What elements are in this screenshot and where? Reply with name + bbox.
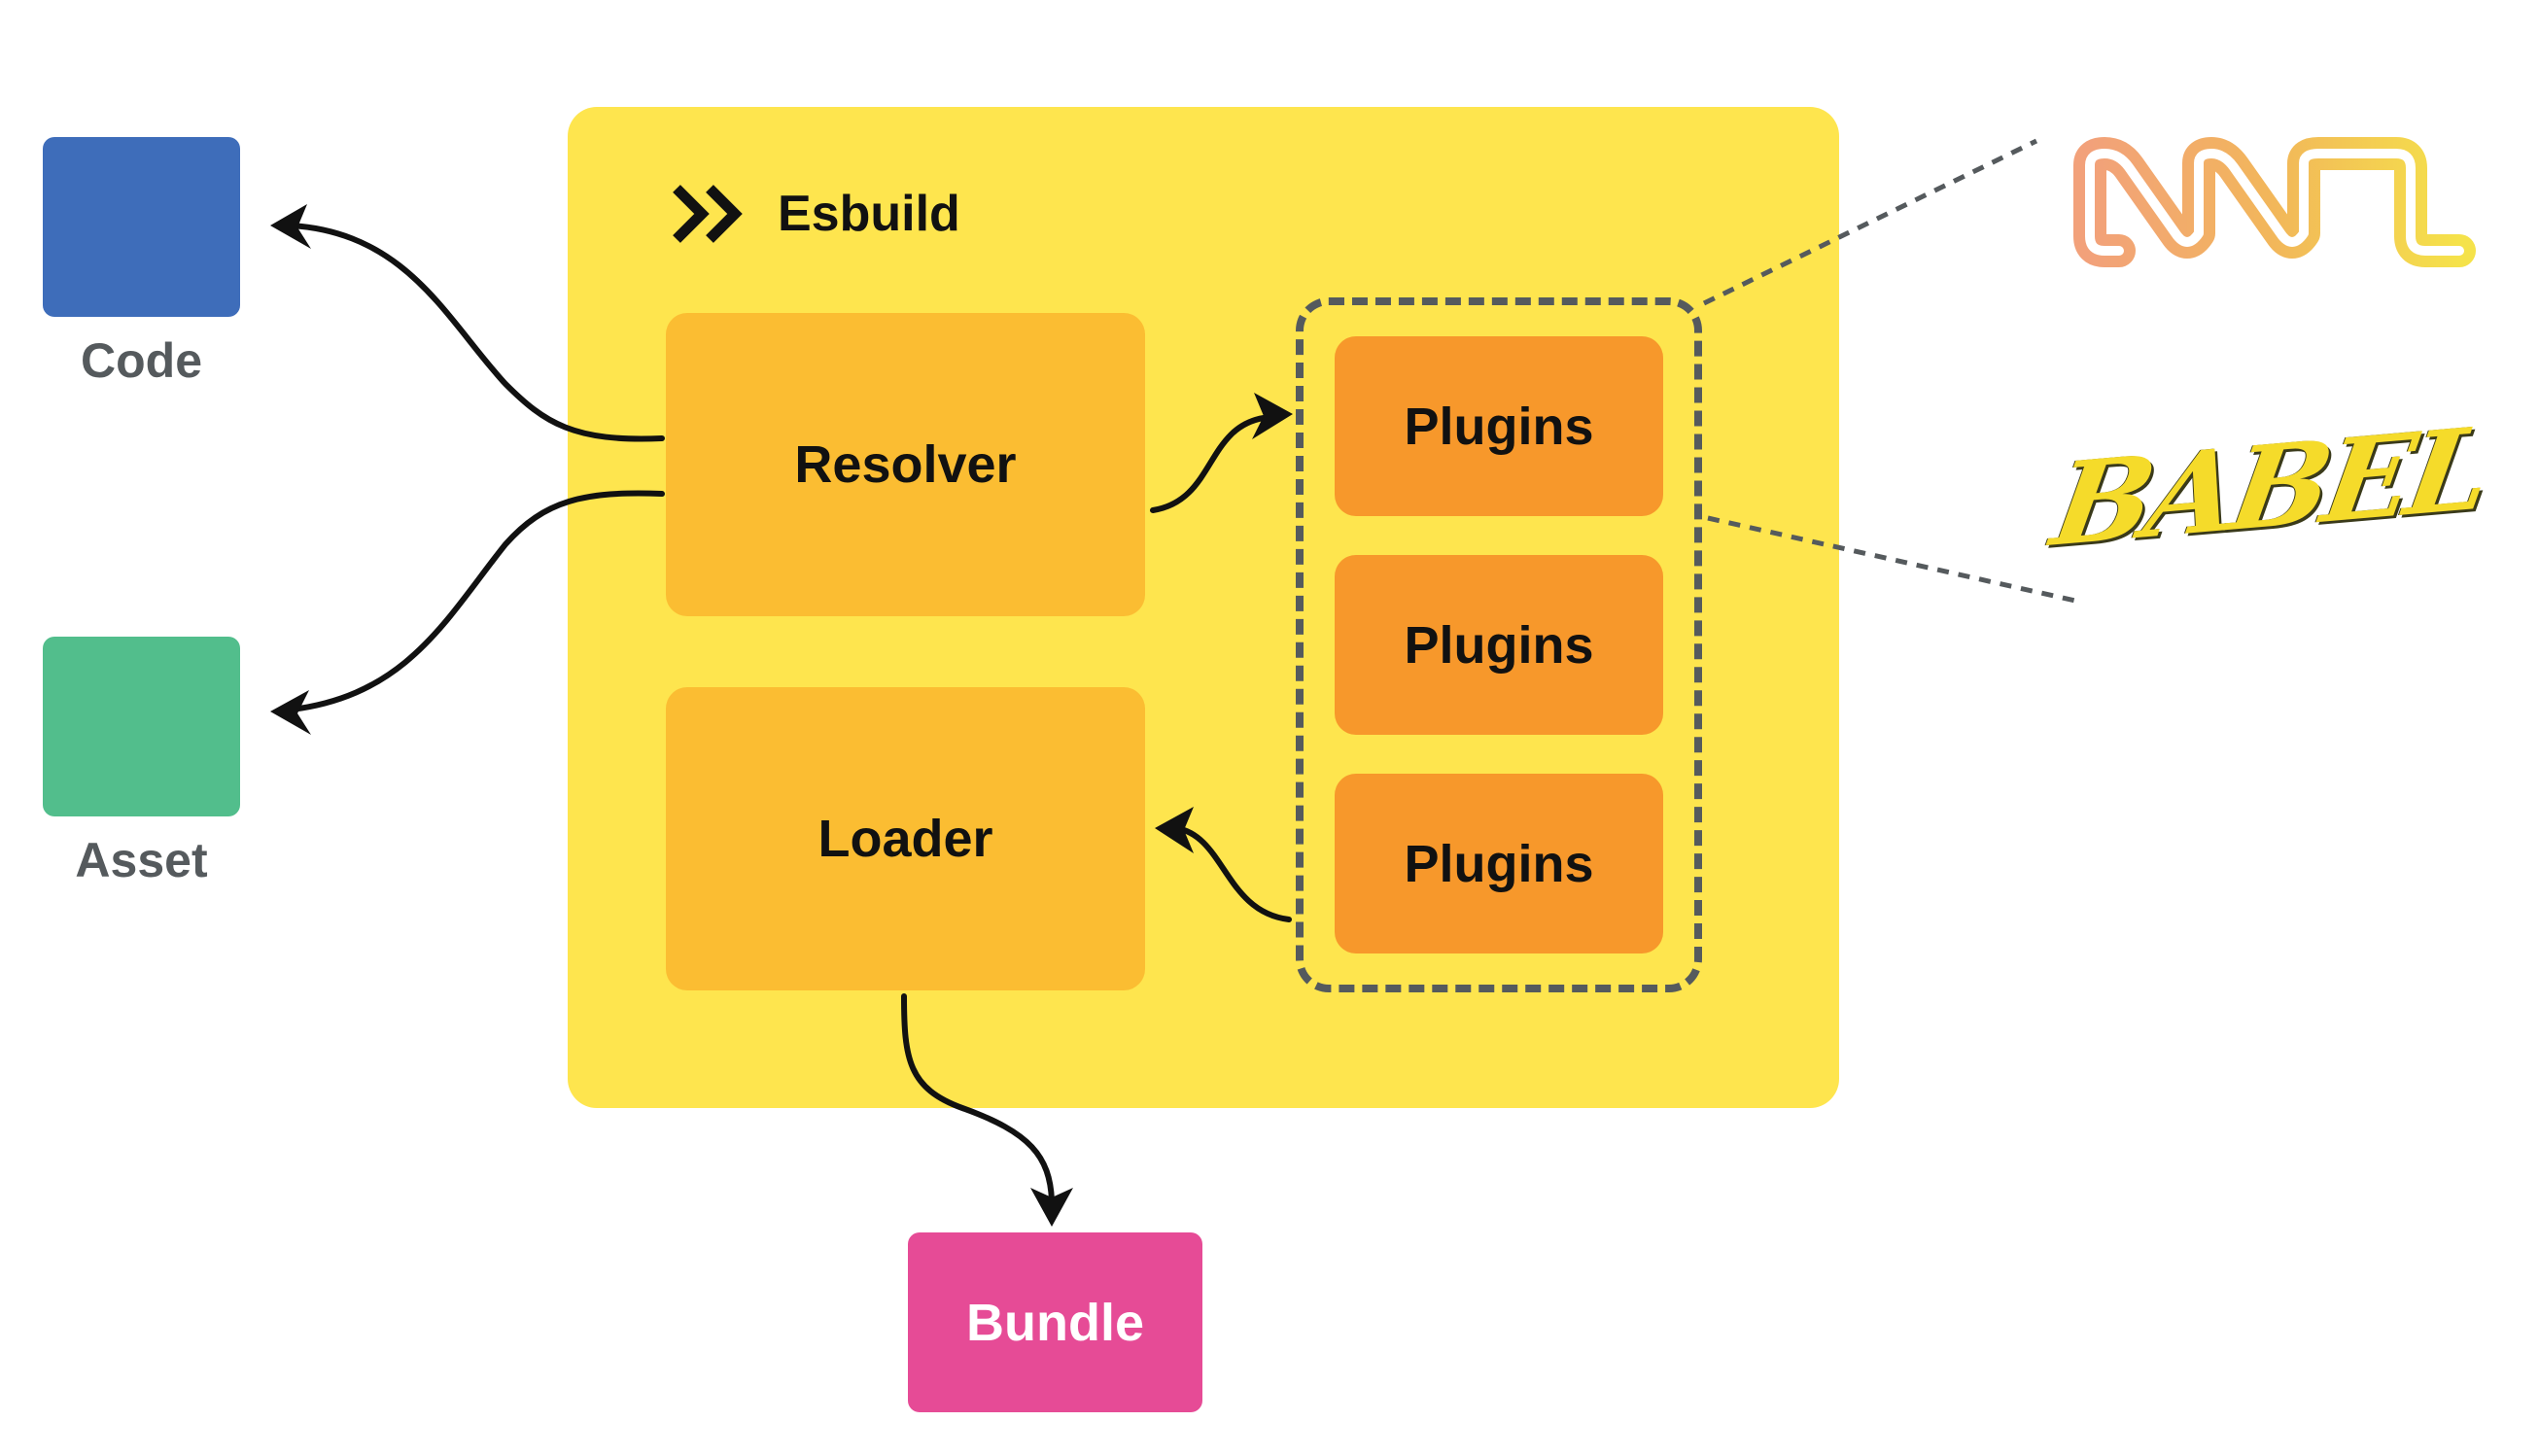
plugin-box: Plugins	[1335, 336, 1663, 516]
bundle-box: Bundle	[908, 1232, 1202, 1412]
resolver-box: Resolver	[666, 313, 1145, 616]
arrowhead-icon	[270, 690, 311, 735]
code-box	[43, 137, 240, 317]
babel-logo: BABEL	[2043, 399, 2496, 572]
esbuild-logo-icon	[673, 185, 743, 243]
plugin-label: Plugins	[1404, 397, 1594, 456]
loader-label: Loader	[817, 810, 993, 868]
bundle-label: Bundle	[966, 1293, 1144, 1352]
code-label: Code	[81, 333, 202, 388]
asset-box	[43, 637, 240, 816]
plugin-box: Plugins	[1335, 555, 1663, 735]
arrowhead-icon	[1030, 1188, 1073, 1227]
plugin-box: Plugins	[1335, 774, 1663, 953]
loader-box: Loader	[666, 687, 1145, 990]
arrowhead-icon	[270, 204, 311, 249]
asset-label: Asset	[75, 833, 208, 887]
plugin-label: Plugins	[1404, 615, 1594, 675]
plugin-label: Plugins	[1404, 834, 1594, 893]
plugins-group	[1296, 297, 1702, 992]
esbuild-header: Esbuild	[671, 175, 960, 253]
resolver-label: Resolver	[794, 435, 1017, 494]
esbuild-title: Esbuild	[778, 186, 960, 242]
